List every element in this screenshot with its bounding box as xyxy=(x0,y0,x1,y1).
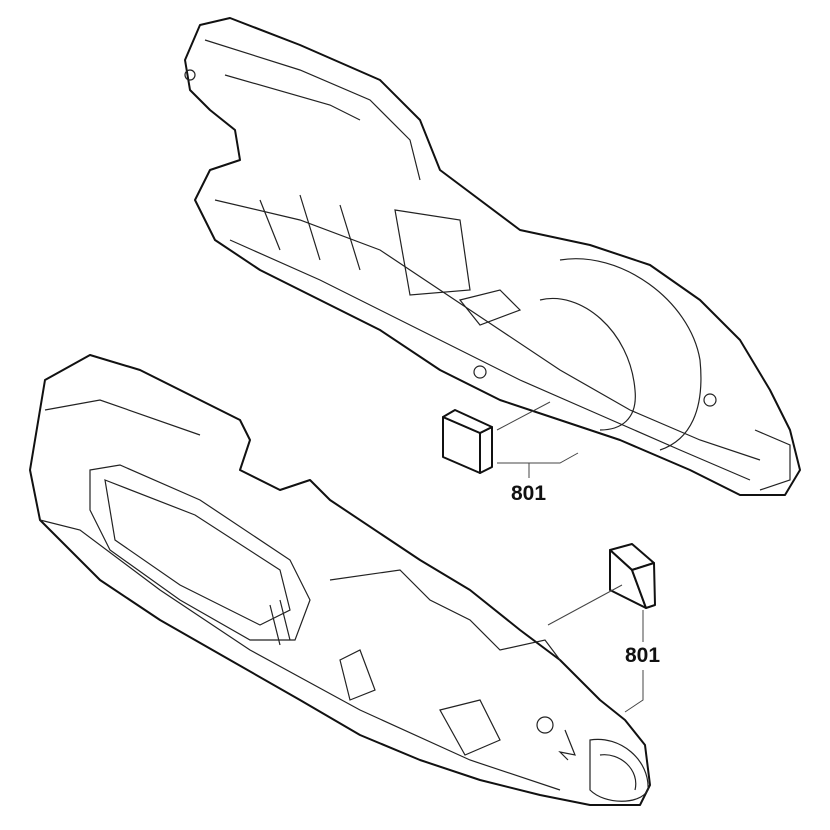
part-label-801-lower: 801 xyxy=(625,644,661,667)
part-label-801-upper: 801 xyxy=(511,482,547,505)
carbon-brush-upper xyxy=(442,409,493,474)
leader-lines-lower xyxy=(547,584,644,713)
carbon-brush-lower xyxy=(609,543,656,609)
lower-housing-half xyxy=(29,354,651,806)
leader-lines-upper xyxy=(496,401,579,478)
upper-housing-half xyxy=(184,17,801,496)
